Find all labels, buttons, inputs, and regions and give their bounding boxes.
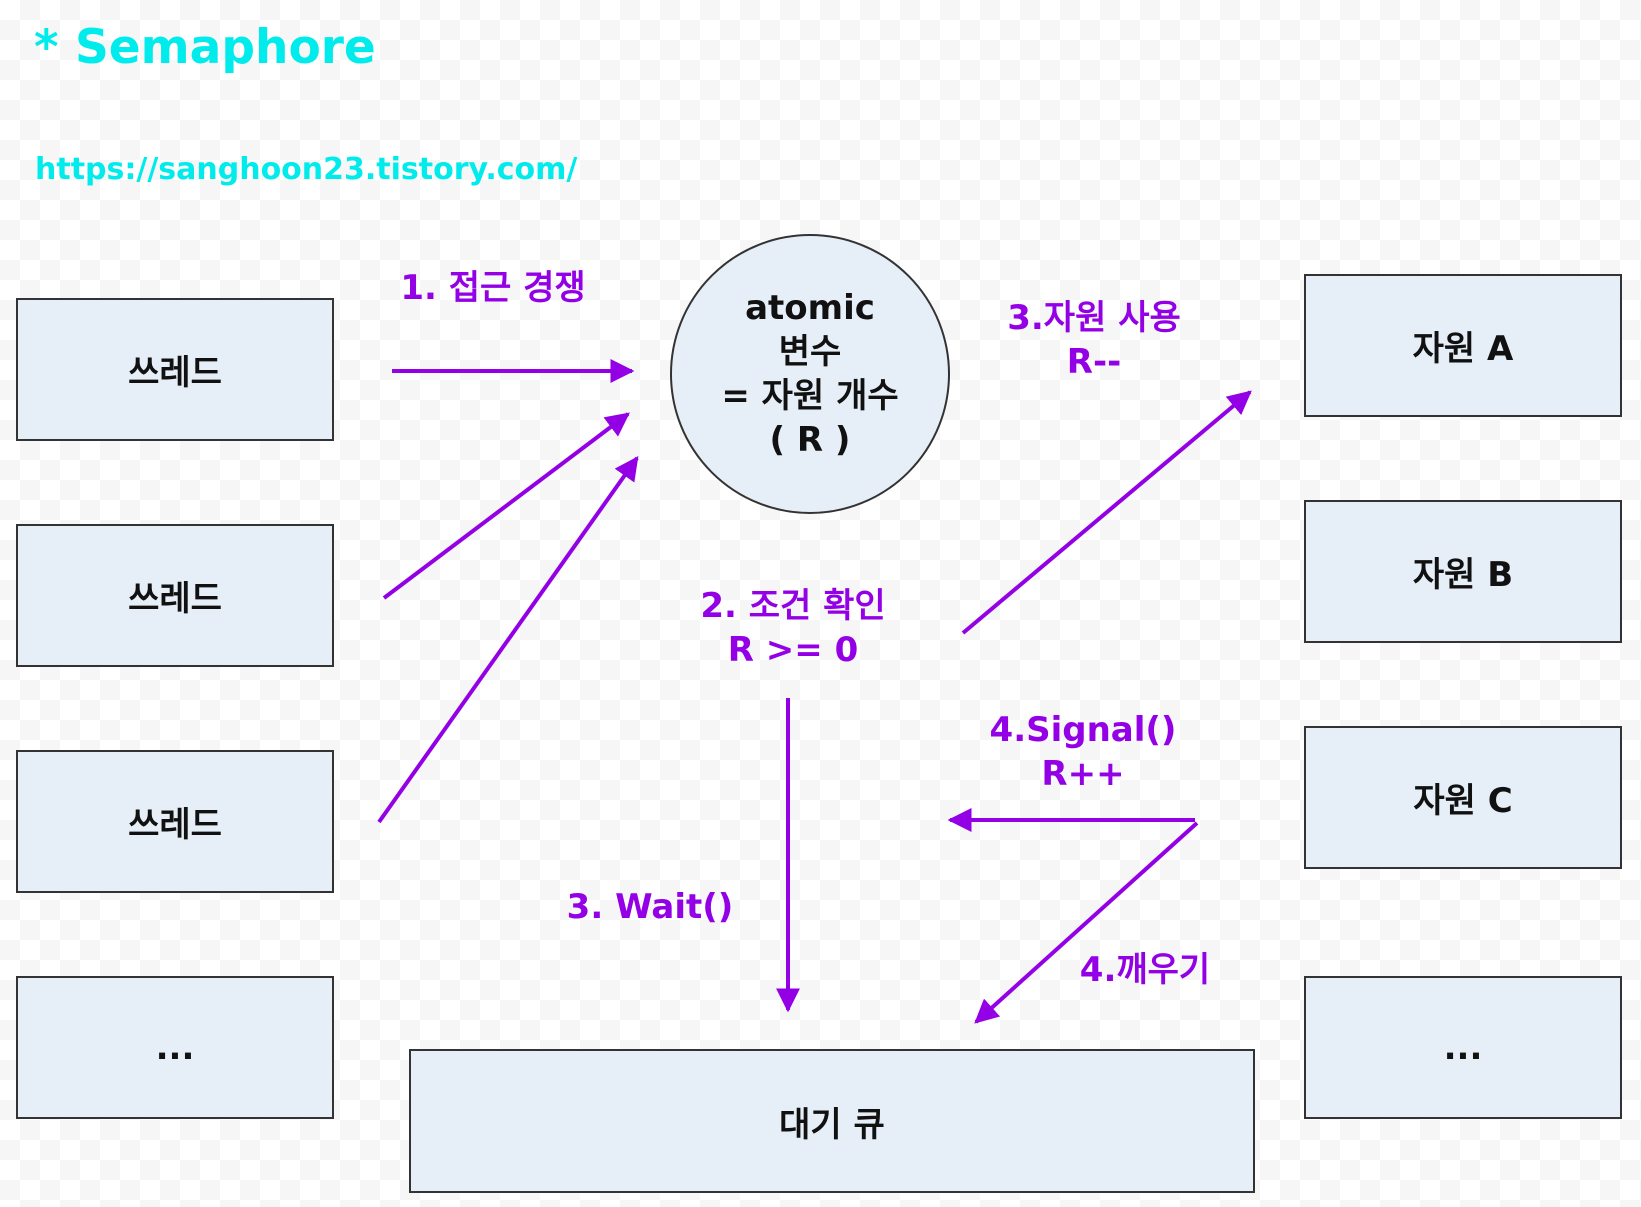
wait-text: 3. Wait(): [566, 887, 734, 927]
atomic-line: ( R ): [769, 420, 851, 461]
wait-label: 3. Wait(): [567, 885, 734, 929]
check-text: 2. 조건 확인: [700, 586, 886, 626]
resource-box-more: ...: [1304, 976, 1622, 1119]
access-arrow-3: [377, 456, 639, 824]
use-label: 3.자원 사용 R--: [1007, 296, 1181, 384]
wait-queue-label: 대기 큐: [779, 1104, 885, 1145]
thread-label: 쓰레드: [128, 579, 222, 619]
wake-arrow: [974, 821, 1199, 1024]
resource-label: 자원 B: [1412, 555, 1514, 595]
signal-label: 4.Signal() R++: [990, 708, 1177, 796]
atomic-line: = 자원 개수: [721, 376, 899, 416]
thread-box-more: ...: [16, 976, 334, 1119]
resource-box-b: 자원 B: [1304, 500, 1622, 643]
use-decrement: R--: [1066, 342, 1122, 383]
resource-label: ...: [1443, 1027, 1483, 1068]
use-resource-arrow: [961, 390, 1252, 635]
signal-text: 4.Signal(): [989, 710, 1177, 750]
atomic-line: 변수: [778, 331, 842, 372]
page-title: * Semaphore: [34, 20, 376, 75]
resource-box-c: 자원 C: [1304, 726, 1622, 869]
thread-label: 쓰레드: [128, 353, 222, 393]
access-arrow-2: [382, 412, 630, 600]
signal-increment: R++: [1041, 754, 1125, 795]
wake-label: 4.깨우기: [1080, 948, 1210, 992]
atomic-variable-circle: atomic 변수 = 자원 개수 ( R ): [670, 234, 950, 514]
check-condition: R >= 0: [727, 630, 859, 671]
thread-label: ...: [155, 1027, 195, 1068]
atomic-line: atomic: [745, 287, 875, 328]
check-label: 2. 조건 확인 R >= 0: [700, 584, 885, 672]
thread-label: 쓰레드: [128, 805, 222, 845]
thread-box: 쓰레드: [16, 524, 334, 667]
thread-box: 쓰레드: [16, 750, 334, 893]
resource-label: 자원 A: [1412, 329, 1514, 369]
source-url: https://sanghoon23.tistory.com/: [35, 152, 578, 187]
access-text: 1. 접근 경쟁: [400, 268, 586, 308]
use-text: 3.자원 사용: [1007, 298, 1181, 338]
thread-box: 쓰레드: [16, 298, 334, 441]
resource-box-a: 자원 A: [1304, 274, 1622, 417]
access-label: 1. 접근 경쟁: [400, 266, 585, 310]
resource-label: 자원 C: [1413, 781, 1513, 821]
wait-queue-box: 대기 큐: [409, 1049, 1255, 1193]
wake-text: 4.깨우기: [1079, 950, 1211, 990]
